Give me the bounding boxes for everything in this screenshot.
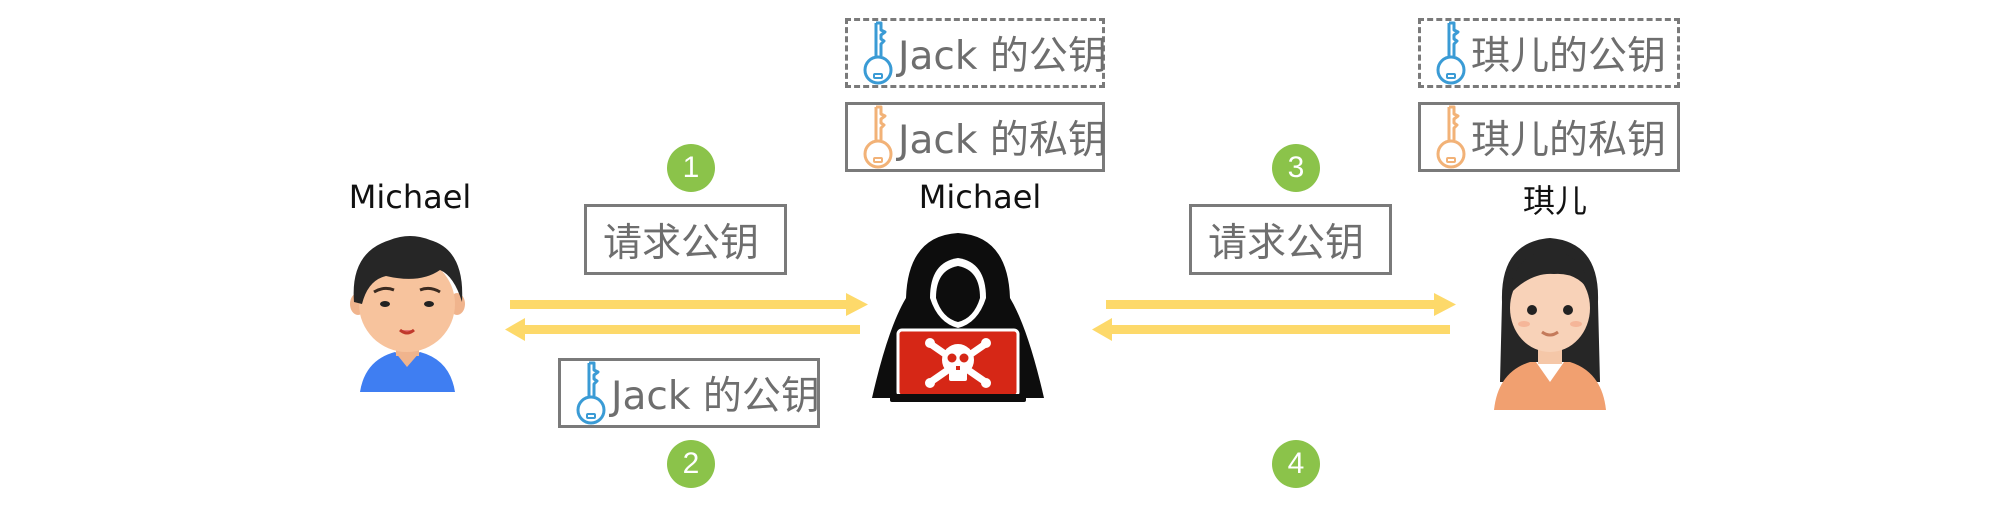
arrow-attacker-to-right — [1106, 293, 1456, 316]
request-public-key-right: 请求公钥 — [1189, 204, 1392, 275]
hacker-icon — [872, 233, 1044, 402]
arrow-attacker-to-left — [505, 318, 860, 341]
arrow-right-to-attacker — [1092, 318, 1450, 341]
jack-private-key-label: Jack 的私钥 — [898, 118, 1107, 163]
qier-private-key-box: 琪儿的私钥 — [1418, 102, 1680, 172]
jack-public-key-box: Jack 的公钥 — [845, 18, 1107, 88]
step-3-badge: 3 — [1272, 144, 1320, 192]
returned-public-key-label: Jack 的公钥 — [611, 374, 820, 419]
male-avatar-icon — [350, 236, 465, 392]
request-left-label: 请求公钥 — [603, 220, 760, 266]
step-4-badge: 4 — [1272, 440, 1320, 488]
request-public-key-left: 请求公钥 — [584, 204, 787, 275]
public-key-icon — [860, 20, 896, 86]
attacker-name: Michael — [918, 178, 1042, 216]
private-key-icon — [860, 104, 896, 170]
female-avatar-icon — [1494, 238, 1606, 410]
right-person-name: 琪儿 — [1522, 182, 1587, 220]
returned-public-key-box: Jack 的公钥 — [558, 358, 820, 428]
public-key-icon — [573, 360, 609, 426]
qier-private-key-label: 琪儿的私钥 — [1471, 118, 1667, 163]
arrow-left-to-attacker — [510, 293, 868, 316]
request-right-label: 请求公钥 — [1208, 220, 1365, 266]
step-2-badge: 2 — [667, 440, 715, 488]
qier-public-key-box: 琪儿的公钥 — [1418, 18, 1680, 88]
public-key-icon — [1433, 20, 1469, 86]
left-person-name: Michael — [348, 178, 472, 216]
step-1-badge: 1 — [667, 144, 715, 192]
private-key-icon — [1433, 104, 1469, 170]
qier-public-key-label: 琪儿的公钥 — [1471, 34, 1667, 79]
jack-private-key-box: Jack 的私钥 — [845, 102, 1107, 172]
jack-public-key-label: Jack 的公钥 — [898, 34, 1107, 79]
